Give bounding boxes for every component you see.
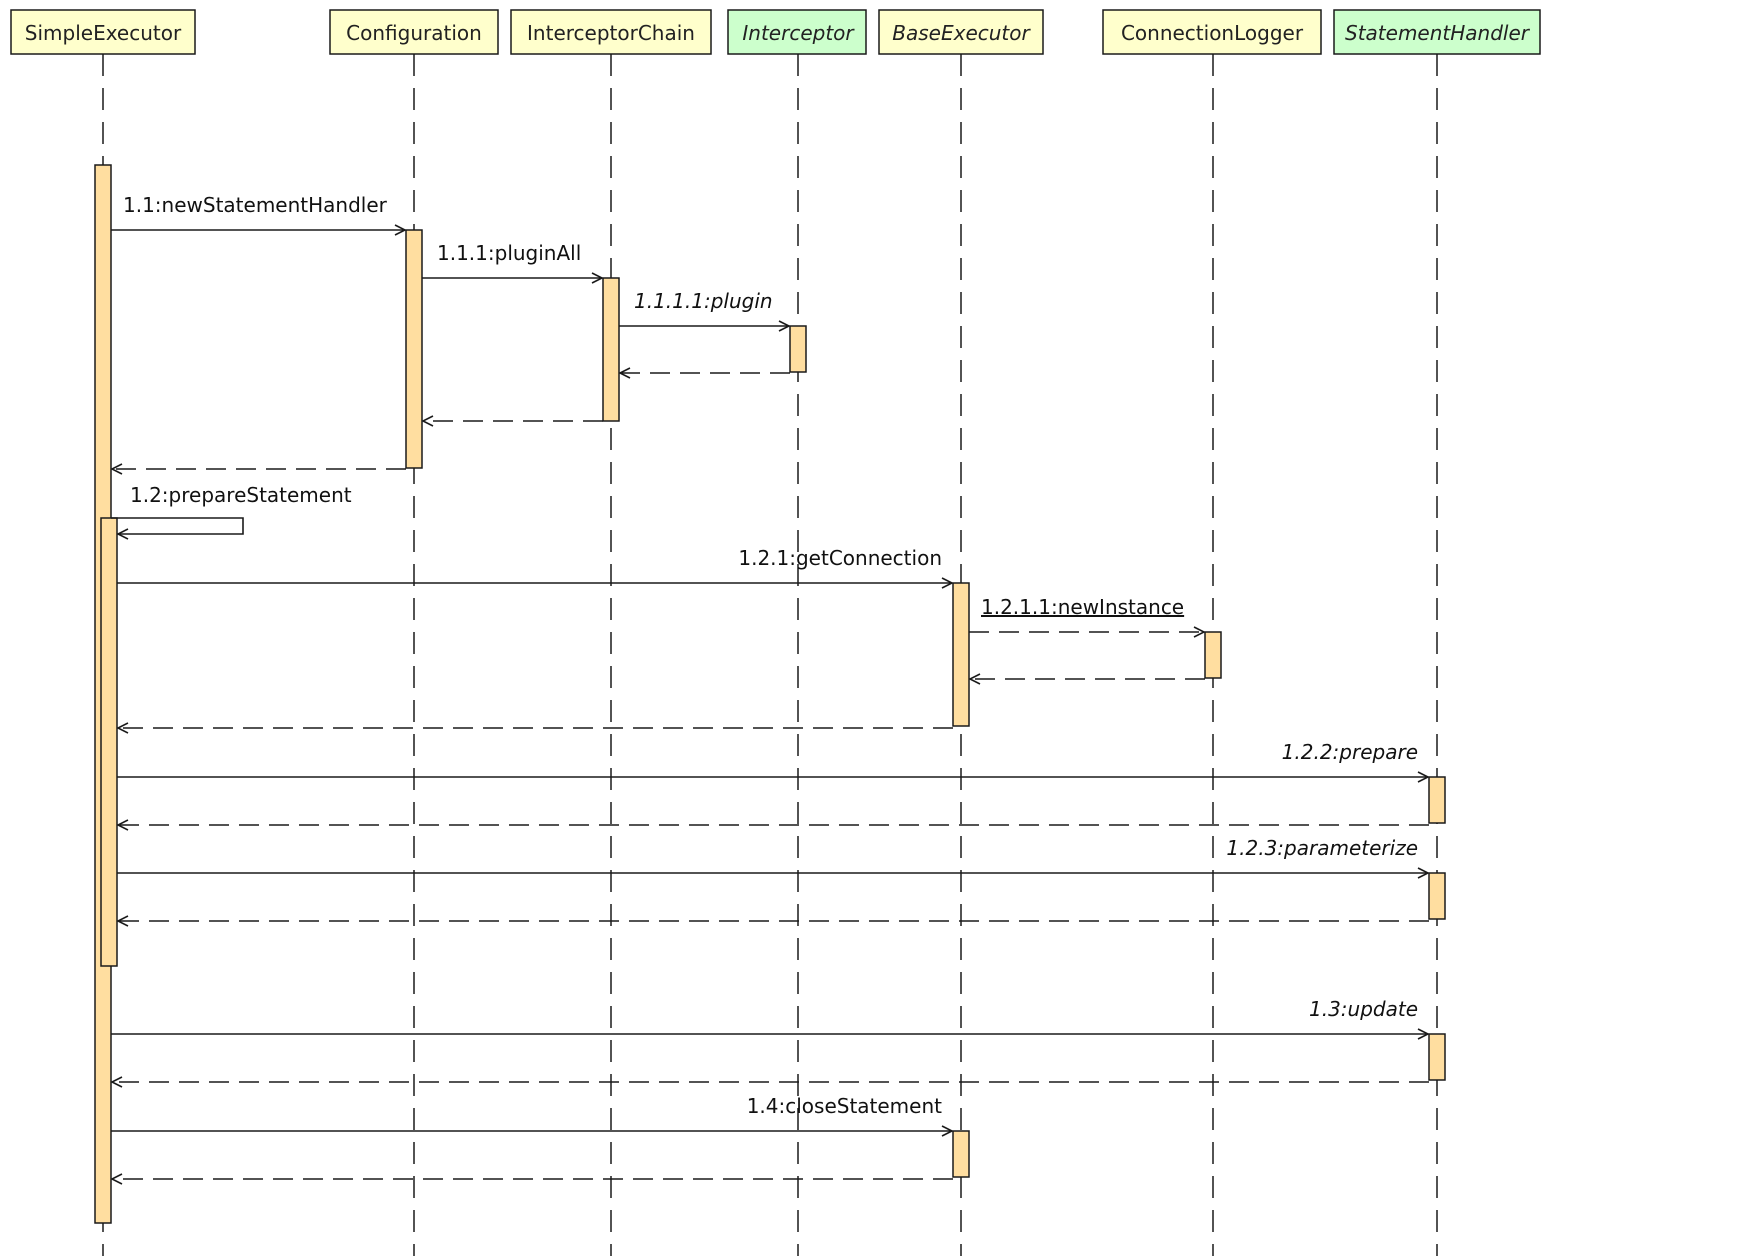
messages: 1.1:newStatementHandler 1.1.1:pluginAll … bbox=[111, 193, 1429, 1179]
message-label: 1.1.1:pluginAll bbox=[437, 241, 581, 265]
participant-label: SimpleExecutor bbox=[25, 21, 182, 45]
participant-interceptor[interactable]: Interceptor bbox=[727, 9, 867, 55]
activation-configuration bbox=[405, 229, 423, 469]
self-message-arrow[interactable] bbox=[111, 517, 244, 534]
participant-label: ConnectionLogger bbox=[1121, 21, 1304, 45]
activation-statement-handler-prepare bbox=[1428, 776, 1446, 824]
participant-interceptor-chain[interactable]: InterceptorChain bbox=[510, 9, 712, 55]
participant-label: StatementHandler bbox=[1345, 21, 1531, 45]
activation-simple-executor-prepare bbox=[100, 517, 118, 967]
message-label: 1.1.1.1:plugin bbox=[634, 289, 773, 313]
message-label: 1.2.1.1:newInstance bbox=[981, 595, 1184, 619]
message-label: 1.2.3:parameterize bbox=[1226, 836, 1418, 860]
participant-label: Interceptor bbox=[742, 21, 855, 45]
activation-connection-logger bbox=[1204, 631, 1222, 679]
message-label: 1.2:prepareStatement bbox=[130, 483, 352, 507]
message-label: 1.3:update bbox=[1309, 997, 1418, 1021]
participant-simple-executor[interactable]: SimpleExecutor bbox=[10, 9, 196, 55]
message-label: 1.1:newStatementHandler bbox=[123, 193, 388, 217]
message-label: 1.2.2:prepare bbox=[1282, 740, 1418, 764]
participant-label: BaseExecutor bbox=[892, 21, 1031, 45]
activation-statement-handler-update bbox=[1428, 1033, 1446, 1081]
participant-base-executor[interactable]: BaseExecutor bbox=[878, 9, 1044, 55]
message-label: 1.2.1:getConnection bbox=[738, 546, 942, 570]
participant-configuration[interactable]: Configuration bbox=[329, 9, 499, 55]
participant-connection-logger[interactable]: ConnectionLogger bbox=[1102, 9, 1322, 55]
lifelines bbox=[102, 54, 1438, 1256]
participant-statement-handler[interactable]: StatementHandler bbox=[1333, 9, 1541, 55]
activation-base-executor-get-connection bbox=[952, 582, 970, 727]
message-label: 1.4:closeStatement bbox=[747, 1094, 942, 1118]
participants: SimpleExecutor Configuration Interceptor… bbox=[10, 9, 1541, 55]
activation-statement-handler-parameterize bbox=[1428, 872, 1446, 920]
activation-base-executor-close bbox=[952, 1130, 970, 1178]
activation-interceptor bbox=[789, 325, 807, 373]
participant-label: InterceptorChain bbox=[527, 21, 695, 45]
activations bbox=[94, 164, 1446, 1224]
activation-interceptor-chain bbox=[602, 277, 620, 422]
participant-label: Configuration bbox=[346, 21, 482, 45]
